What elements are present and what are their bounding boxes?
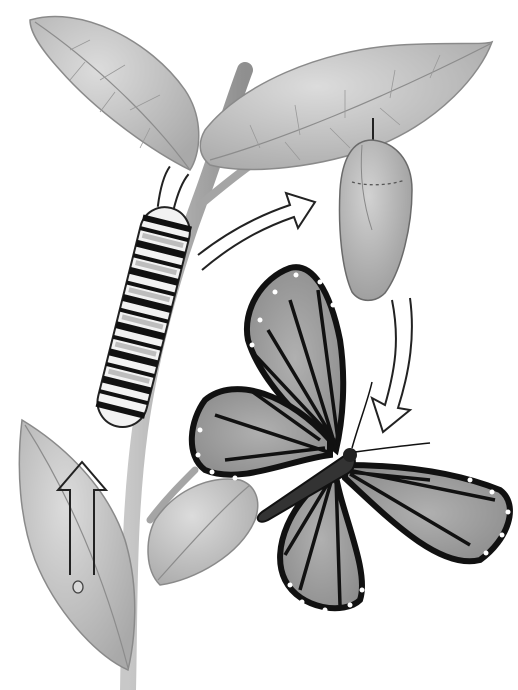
caterpillar-stage bbox=[92, 163, 205, 432]
top-left-leaf bbox=[30, 16, 199, 170]
caterpillar-icon bbox=[92, 163, 205, 432]
egg-icon bbox=[73, 581, 83, 593]
butterfly-icon bbox=[192, 267, 511, 612]
arrow-caterpillar-to-chrysalis bbox=[198, 193, 315, 270]
egg-stage bbox=[73, 581, 83, 593]
butterfly-stage bbox=[192, 267, 511, 612]
bottom-left-leaf bbox=[19, 420, 134, 670]
top-right-leaf bbox=[200, 42, 492, 169]
bottom-right-leaf bbox=[148, 479, 258, 585]
arrow-chrysalis-to-butterfly bbox=[372, 298, 412, 432]
